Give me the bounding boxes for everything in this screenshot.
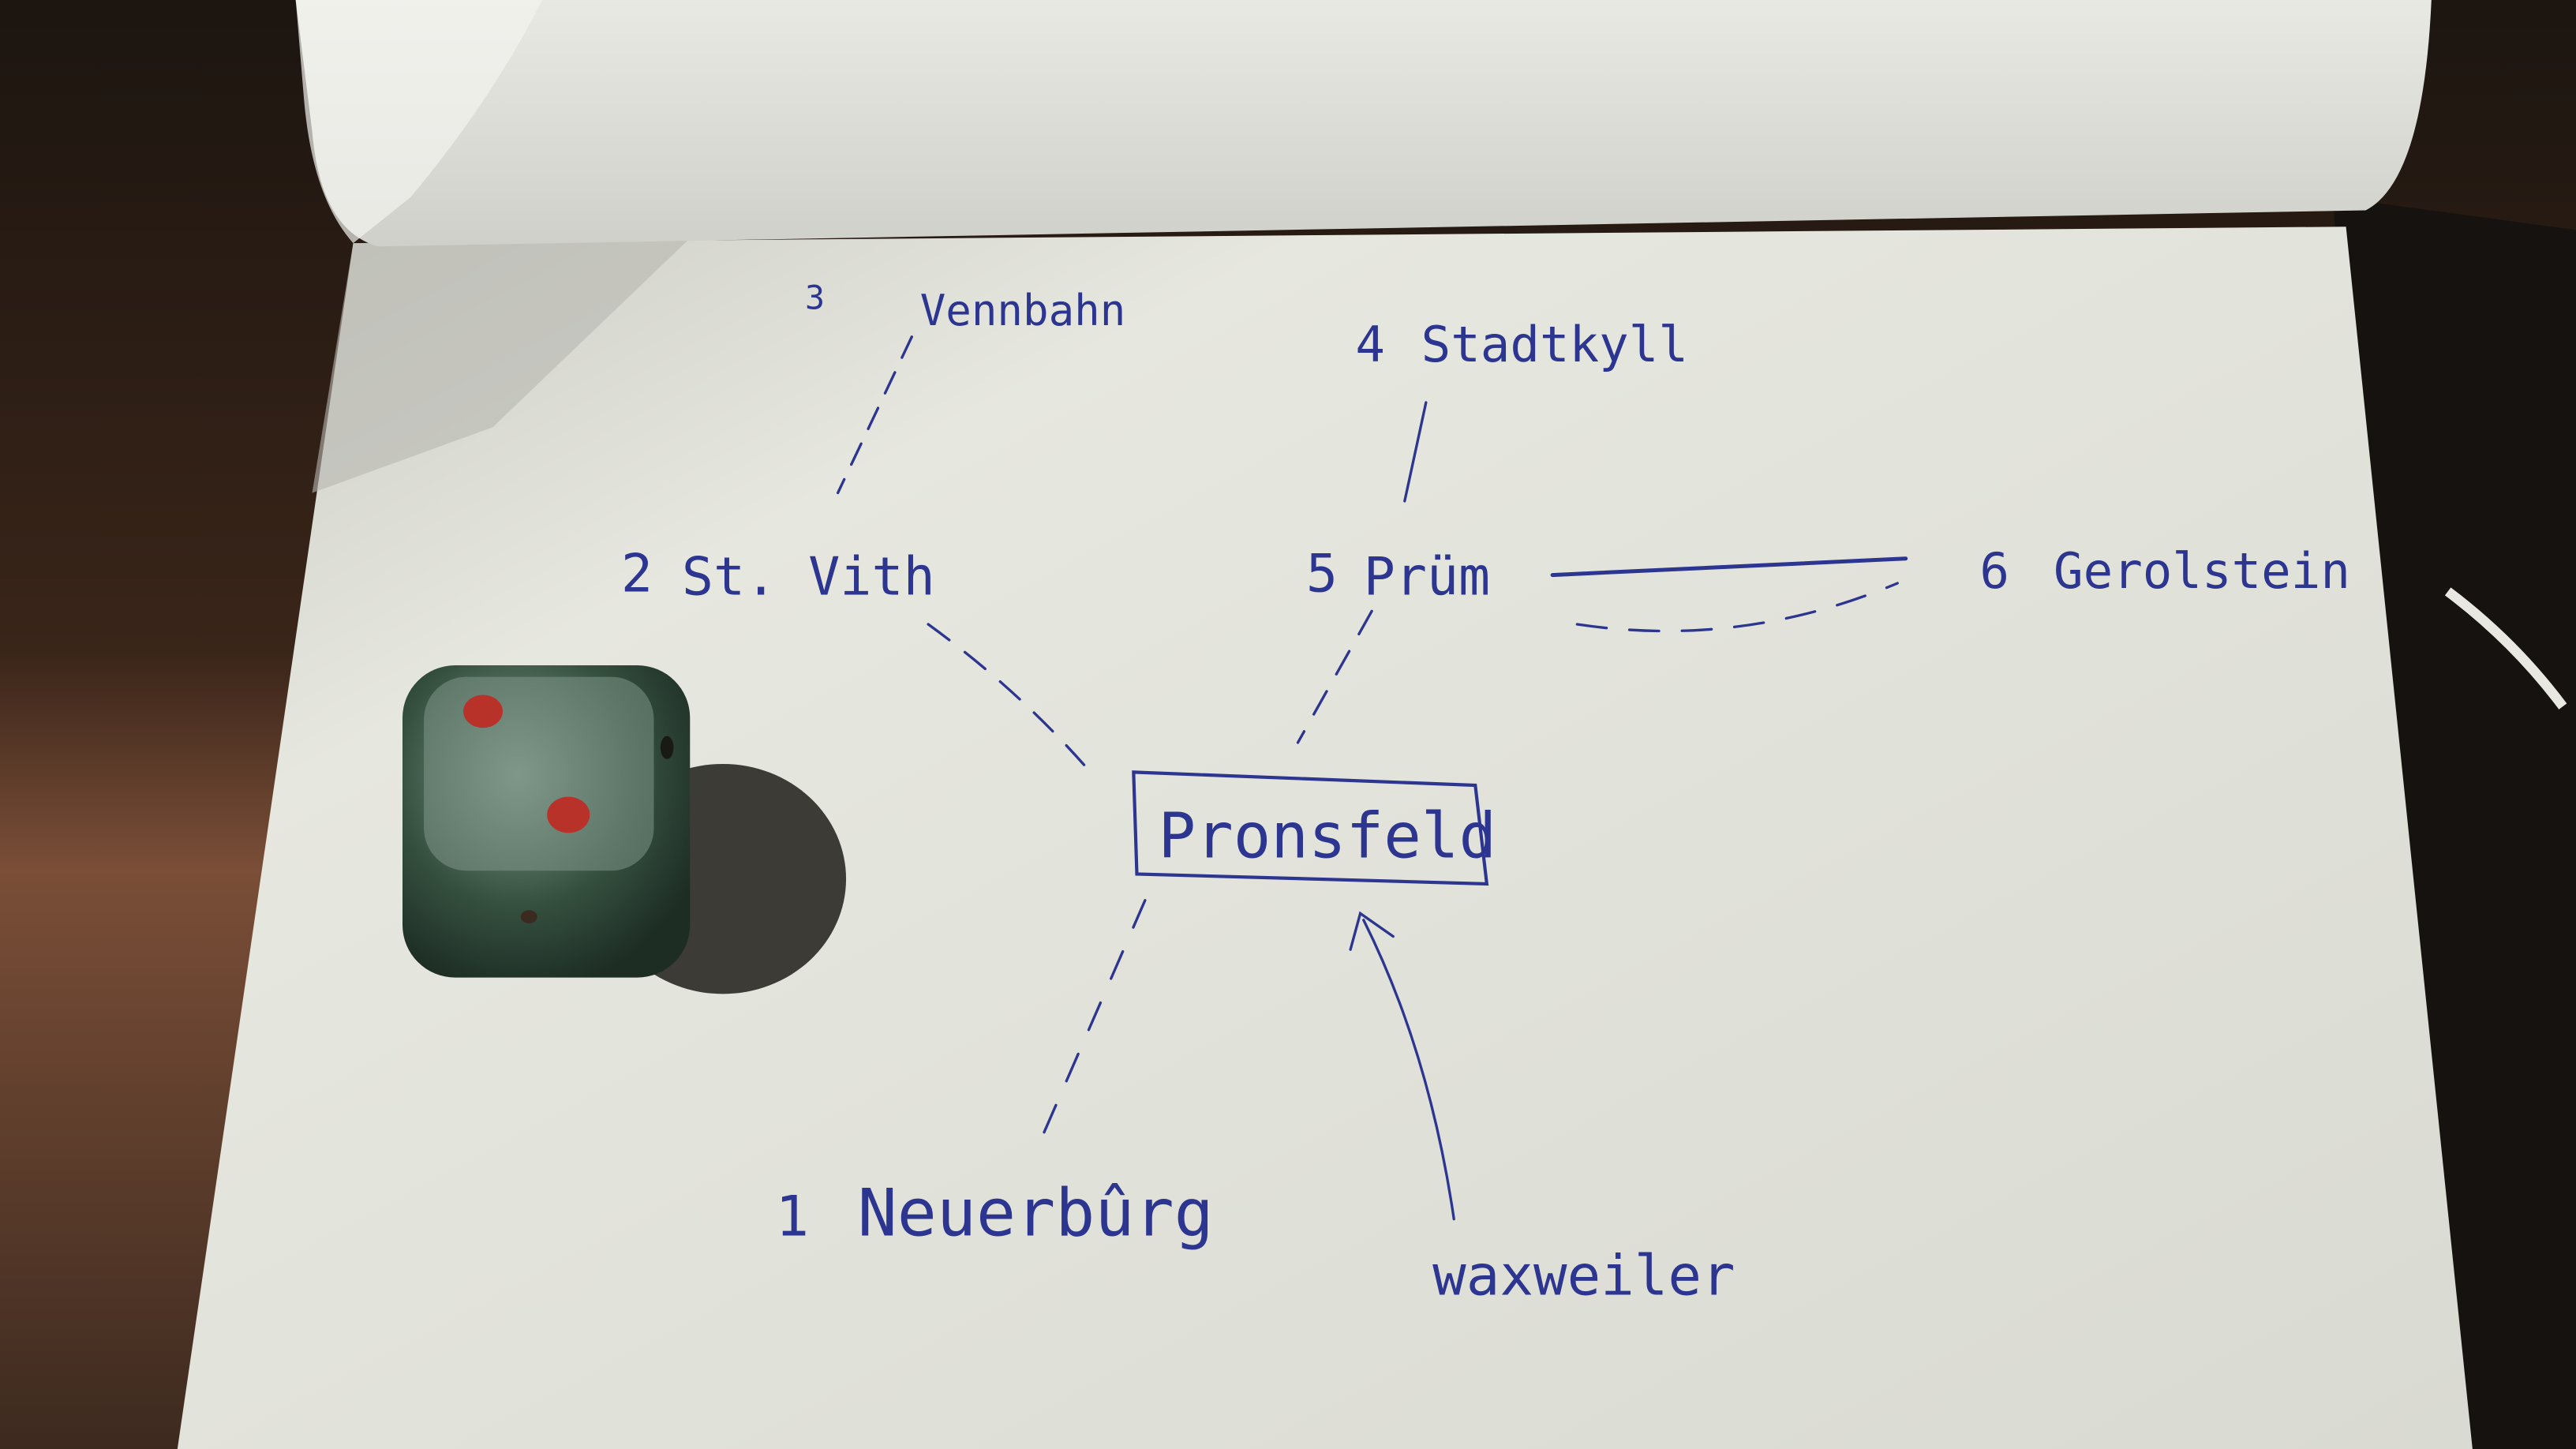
node-label-stadtkyll: Stadtkyll — [1421, 316, 1688, 373]
bookmark-string — [2444, 587, 2567, 710]
edge-pruem-gerolstein-dashed — [1575, 582, 1899, 633]
node-label-gerolstein: Gerolstein — [2054, 542, 2350, 600]
label-waxweiler: waxweiler — [1432, 1242, 1735, 1308]
die-pip — [463, 695, 503, 728]
die-pip — [547, 796, 590, 833]
die — [402, 665, 691, 978]
node-label-pruem: Prüm — [1364, 546, 1490, 608]
curled-page — [295, 0, 2432, 247]
node-number: 2 — [621, 542, 653, 604]
die-pip — [660, 736, 674, 759]
node-number: 6 — [1979, 542, 2009, 600]
page-shadow — [312, 238, 691, 493]
pronsfeld-box — [1132, 770, 1489, 886]
edge-pruem-gerolstein — [1550, 556, 1908, 578]
edge-stvith-pronsfeld — [927, 623, 1089, 770]
node-label-vennbahn: Vennbahn — [920, 286, 1126, 335]
edge-vennbahn-stvith — [836, 335, 913, 495]
notebook-page — [177, 227, 2473, 1449]
arrow-waxweiler-pronsfeld — [1349, 911, 1455, 1221]
node-number: 3 — [805, 278, 825, 316]
edge-stadtkyll-pruem — [1403, 401, 1428, 503]
edge-pronsfeld-neuerburg — [1033, 899, 1147, 1155]
node-label-st-vith: St. Vith — [682, 546, 935, 608]
node-label-neuerburg: Neuerbûrg — [858, 1174, 1214, 1251]
center-label-pronsfeld: Pronsfeld — [1159, 800, 1497, 873]
node-number: 5 — [1306, 542, 1338, 604]
notebook-cover-edge — [2332, 197, 2576, 1449]
node-number: 4 — [1355, 316, 1385, 373]
node-number: 1 — [776, 1183, 810, 1249]
edge-pruem-pronsfeld — [1296, 609, 1373, 744]
die-pip — [520, 910, 537, 923]
page-highlight — [295, 0, 542, 244]
